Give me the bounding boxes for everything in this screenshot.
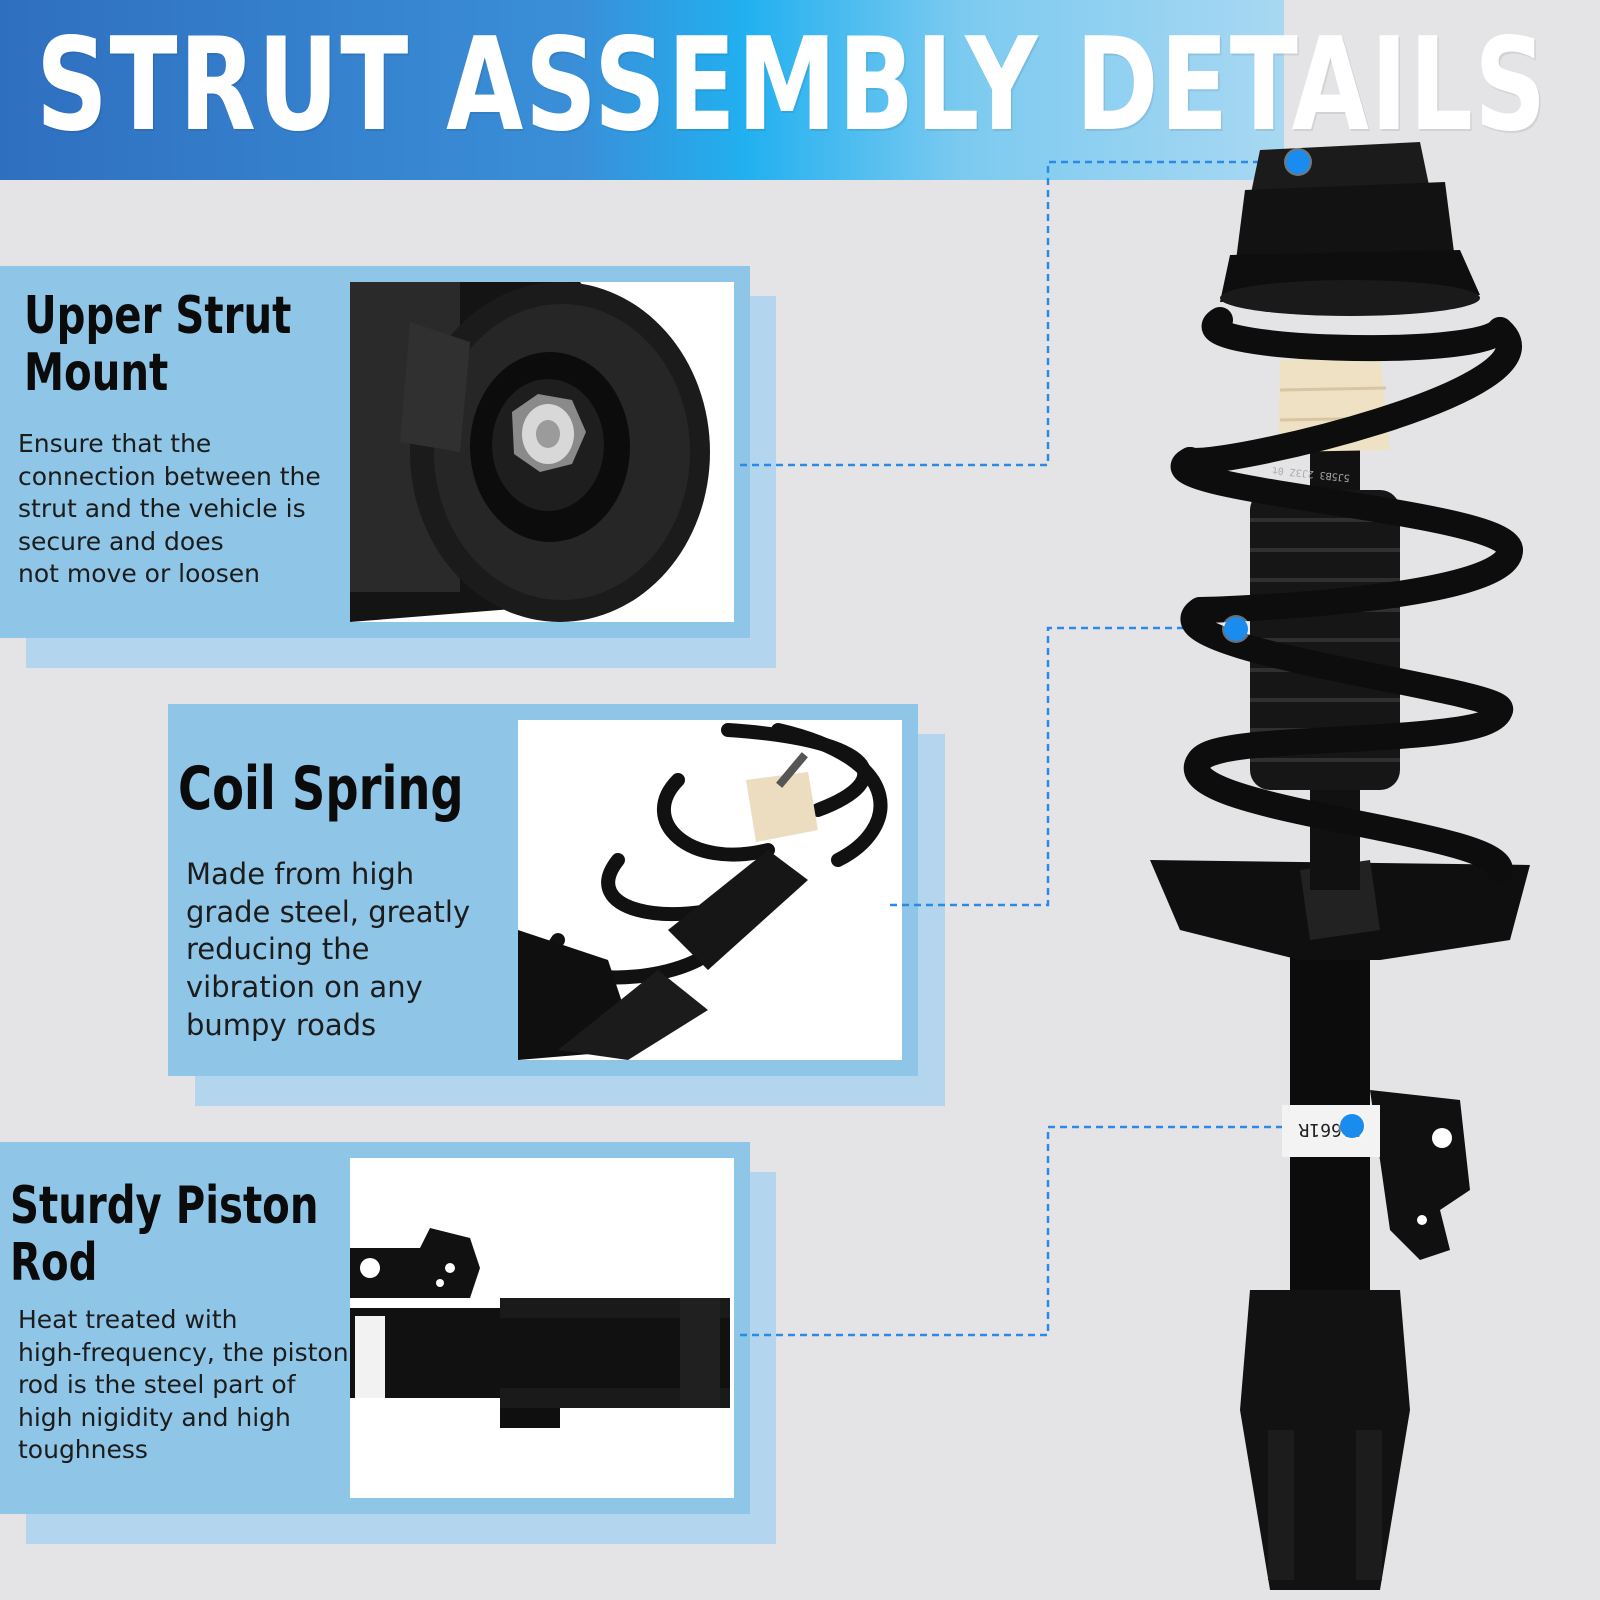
card-description: Heat treated with high-frequency, the pi…: [18, 1305, 349, 1464]
coil-spring-marker-dot: [1224, 617, 1248, 641]
coil-spring-photo: [518, 720, 902, 1060]
upper-mount-marker-dot: [1286, 150, 1310, 174]
strut-assembly-illustration: A1661R 5J5B3 2J3Z 0t: [1150, 142, 1530, 1590]
card-title: Upper Strut Mount: [24, 286, 292, 404]
connector-lines: [740, 160, 1300, 1337]
piston-rod-photo: [350, 1158, 734, 1498]
page-title: STRUT ASSEMBLY DETAILS: [36, 11, 1548, 160]
card-title: Coil Spring: [178, 754, 464, 824]
title-banner: STRUT ASSEMBLY DETAILS: [0, 0, 1546, 180]
coil-spring-card: Coil Spring Made from high grade steel, …: [168, 704, 918, 1076]
upper-mount-photo: [350, 282, 734, 622]
card-description: Made from high grade steel, greatly redu…: [186, 857, 471, 1042]
upper-strut-mount-card: Upper Strut Mount Ensure that the connec…: [0, 266, 750, 638]
card-description: Ensure that the connection between the s…: [18, 429, 321, 588]
piston-rod-marker-dot: [1340, 1114, 1364, 1138]
piston-rod-card: Sturdy Piston Rod Heat treated with high…: [0, 1142, 750, 1514]
card-title: Sturdy Piston Rod: [10, 1176, 319, 1294]
